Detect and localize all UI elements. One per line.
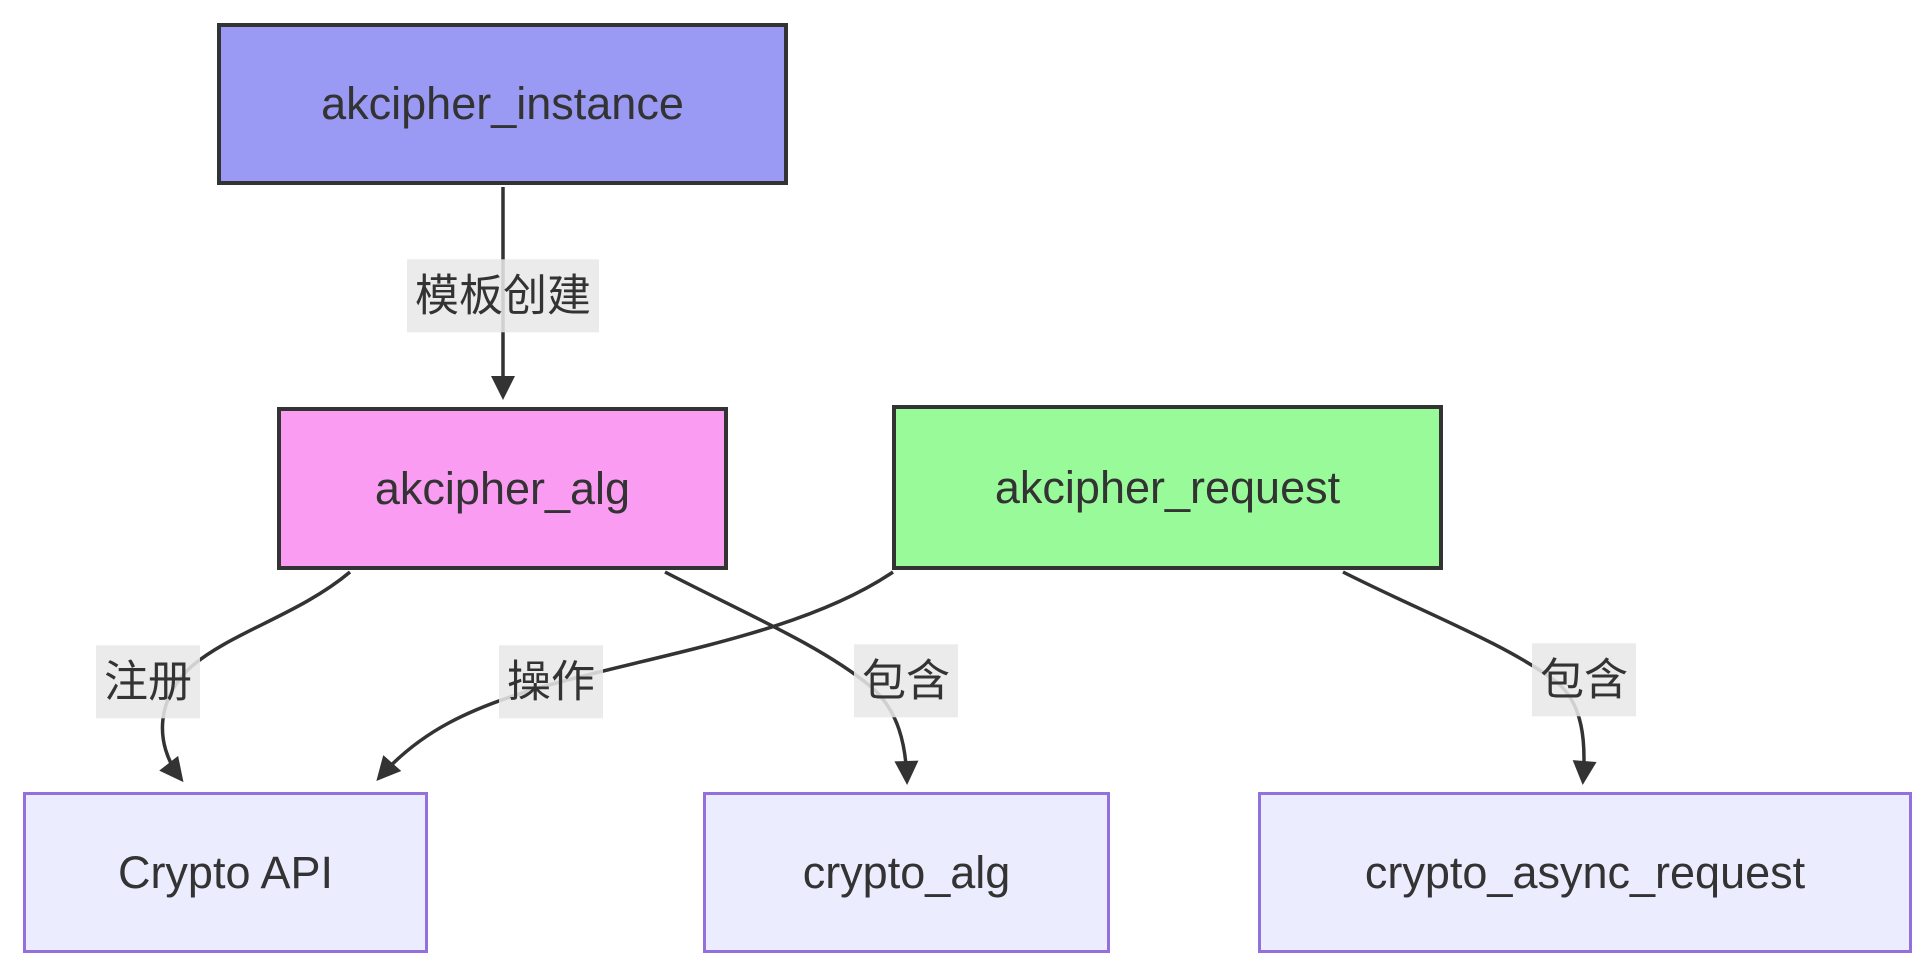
edge-label-operate: 操作 bbox=[499, 645, 603, 719]
node-akcipher-request-label: akcipher_request bbox=[994, 461, 1341, 513]
node-akcipher-instance-label: akcipher_instance bbox=[321, 78, 684, 129]
node-crypto-alg-label: crypto_alg bbox=[802, 846, 1011, 898]
edge-label-template-create: 模板创建 bbox=[407, 259, 599, 333]
edge-akcipher-request-to-crypto-api bbox=[376, 570, 894, 781]
node-crypto-api: Crypto API bbox=[23, 792, 428, 953]
node-crypto-async-request: crypto_async_request bbox=[1258, 792, 1912, 953]
node-akcipher-alg-label: akcipher_alg bbox=[374, 462, 631, 514]
node-crypto-api-label: Crypto API bbox=[117, 846, 334, 898]
edge-label-contains-right: 包含 bbox=[1532, 643, 1636, 717]
node-akcipher-alg: akcipher_alg bbox=[277, 407, 728, 570]
edge-label-contains-right-text: 包含 bbox=[1540, 655, 1628, 705]
node-akcipher-request: akcipher_request bbox=[892, 405, 1443, 570]
edge-label-register: 注册 bbox=[96, 645, 200, 719]
node-crypto-async-request-label: crypto_async_request bbox=[1364, 846, 1806, 898]
node-akcipher-instance: akcipher_instance bbox=[217, 23, 788, 185]
node-crypto-alg: crypto_alg bbox=[703, 792, 1110, 953]
edge-label-operate-text: 操作 bbox=[507, 657, 595, 707]
edge-label-template-create-text: 模板创建 bbox=[415, 271, 591, 321]
edge-label-contains-left: 包含 bbox=[854, 644, 958, 718]
edge-label-contains-left-text: 包含 bbox=[862, 656, 950, 706]
edge-label-register-text: 注册 bbox=[104, 657, 192, 707]
